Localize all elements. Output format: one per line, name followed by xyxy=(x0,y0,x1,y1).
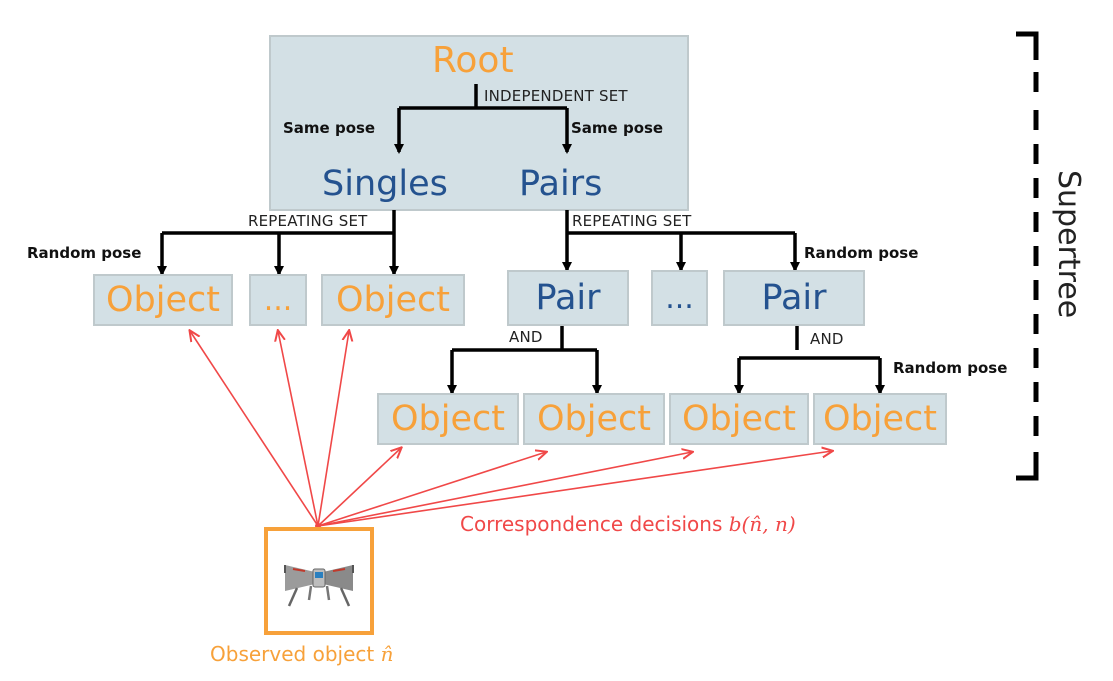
object-node-label: Object xyxy=(537,399,651,439)
root-box xyxy=(269,35,689,211)
pair-node-label: Pair xyxy=(535,278,601,318)
x-wing-spaceship-icon xyxy=(284,565,354,607)
observed-object-caption: Observed object n̂ xyxy=(210,644,393,664)
corr-arrow-3 xyxy=(317,331,349,527)
ellipsis-node: ... xyxy=(249,274,307,326)
corr-arrow-2 xyxy=(278,331,319,527)
object-node-label: Object xyxy=(106,280,220,320)
independent-set-label: INDEPENDENT SET xyxy=(484,87,628,105)
random-pose-right-label: Random pose xyxy=(804,244,919,262)
root-label: Root xyxy=(432,40,514,81)
object-node: Object xyxy=(321,274,465,326)
corr-arrow-1 xyxy=(190,331,319,527)
correspondence-math: b(n̂, n) xyxy=(728,512,796,536)
object-node: Object xyxy=(377,393,519,445)
object-node-label: Object xyxy=(682,399,796,439)
ellipsis-node-label: ... xyxy=(665,280,694,316)
object-node: Object xyxy=(813,393,947,445)
ellipsis-node-label: ... xyxy=(263,282,293,318)
same-pose-right-label: Same pose xyxy=(571,119,664,137)
corr-arrow-7 xyxy=(317,451,832,527)
and-right-label: AND xyxy=(810,330,844,348)
random-pose-bottom-label: Random pose xyxy=(893,359,1008,377)
corr-arrow-5 xyxy=(317,452,546,527)
correspondence-caption: Correspondence decisions b(n̂, n) xyxy=(460,514,796,534)
supertree-bracket xyxy=(1016,31,1039,481)
pair-node-label: Pair xyxy=(761,278,827,318)
correspondence-arrows xyxy=(190,331,832,527)
object-node: Object xyxy=(669,393,809,445)
corr-arrow-6 xyxy=(317,452,692,527)
repeating-set-right-label: REPEATING SET xyxy=(572,212,692,230)
random-pose-left-label: Random pose xyxy=(27,244,142,262)
ellipsis-node: ... xyxy=(651,270,708,326)
pair-node: Pair xyxy=(507,270,629,326)
object-node-label: Object xyxy=(391,399,505,439)
and-left-label: AND xyxy=(509,328,543,346)
same-pose-left-label: Same pose xyxy=(283,119,376,137)
correspondence-text: Correspondence decisions xyxy=(460,512,723,536)
corr-arrow-4 xyxy=(317,448,401,527)
pairs-label: Pairs xyxy=(519,164,603,204)
object-node-label: Object xyxy=(336,280,450,320)
object-node-label: Object xyxy=(823,399,937,439)
pair-node: Pair xyxy=(723,270,865,326)
supertree-label: Supertree xyxy=(1051,170,1086,319)
singles-label: Singles xyxy=(322,164,448,204)
repeating-set-left-label: REPEATING SET xyxy=(248,212,368,230)
observed-object-math: n̂ xyxy=(380,642,394,666)
object-node: Object xyxy=(523,393,665,445)
observed-object-text: Observed object xyxy=(210,642,375,666)
object-node: Object xyxy=(93,274,233,326)
